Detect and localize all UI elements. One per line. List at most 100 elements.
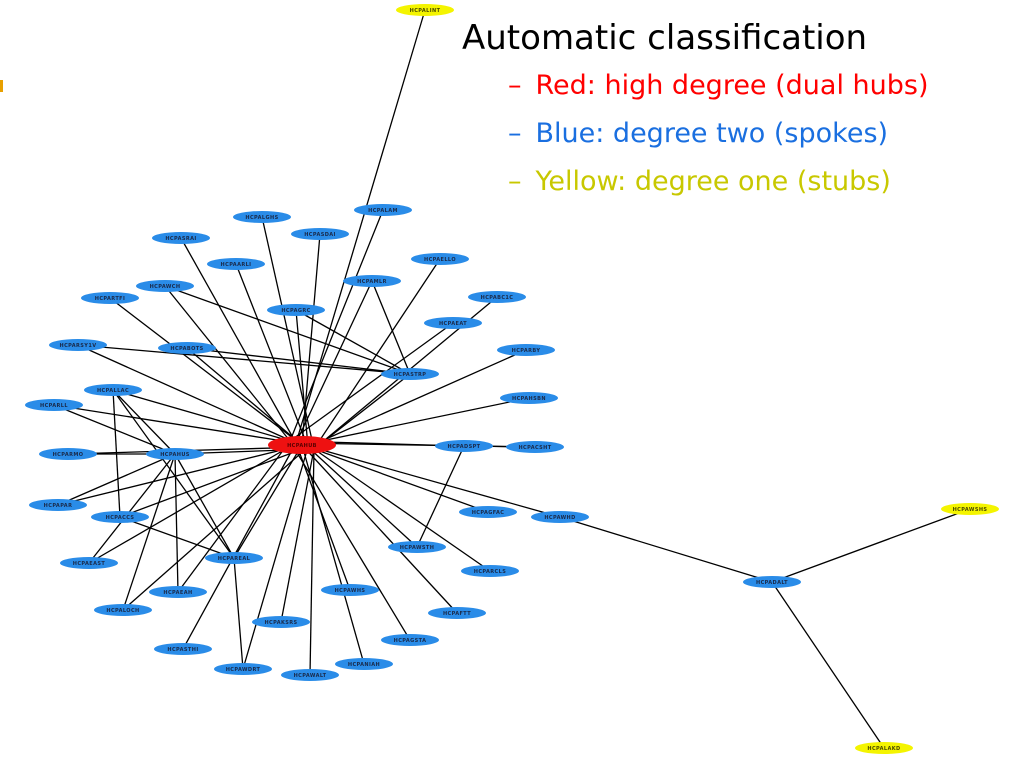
graph-edge (313, 448, 491, 572)
graph-edge (313, 448, 489, 513)
node-shape (396, 4, 454, 16)
node-label: HCPAREAL (218, 556, 251, 562)
graph-edge (295, 442, 351, 591)
node-label: HCPAEAH (163, 590, 192, 596)
spoke-node: HCPAEAT (424, 317, 482, 329)
node-label: HCPARCLS (474, 569, 506, 575)
spoke-node: HCPASRAI (152, 232, 210, 244)
spoke-node: HCPAELLO (411, 253, 469, 265)
node-label: HCPAWALT (294, 673, 327, 679)
node-label: HCPALINT (410, 8, 441, 14)
graph-edge (57, 453, 176, 506)
node-shape (152, 232, 210, 244)
graph-edge (295, 280, 373, 444)
spoke-node: HCPAGSTA (381, 634, 439, 646)
node-shape (146, 448, 204, 460)
node-shape (25, 399, 83, 411)
legend: Automatic classification –Red: high degr… (462, 14, 929, 206)
spoke-node: HCPAFTT (428, 607, 486, 619)
legend-item-blue-text: Blue: degree two (spokes) (535, 118, 889, 149)
legend-dash: – (508, 118, 522, 149)
node-shape (291, 228, 349, 240)
node-label: HCPALLAC (97, 388, 129, 394)
spoke-node: HCPACCS (91, 511, 149, 523)
node-label: HCPAHUB (287, 443, 317, 449)
node-label: HCPASRAI (165, 236, 196, 242)
spoke-node: HCPAKSRS (252, 616, 310, 628)
node-shape (855, 742, 913, 754)
node-label: HCPAWHS (335, 588, 366, 594)
node-shape (531, 511, 589, 523)
graph-edge (77, 344, 411, 375)
node-shape (388, 541, 446, 553)
spoke-node: HCPAGRC (267, 304, 325, 316)
graph-edge (122, 453, 176, 611)
graph-edge (295, 9, 426, 444)
legend-dash: – (508, 70, 522, 101)
spoke-node: HCPAPAR (29, 499, 87, 511)
node-label: HCPASTHI (167, 647, 198, 653)
legend-item-yellow: –Yellow: degree one (stubs) (508, 158, 929, 206)
node-shape (91, 511, 149, 523)
spoke-node: HCPAWHD (531, 511, 589, 523)
node-label: HCPAGRC (281, 308, 310, 314)
node-label: HCPAWSHS (953, 507, 988, 513)
node-label: HCPAGSTA (394, 638, 427, 644)
node-label: HCPARTFI (95, 296, 125, 302)
node-shape (136, 280, 194, 292)
graph-edge (186, 347, 411, 375)
node-shape (381, 368, 439, 380)
node-label: HCPARBY (512, 348, 541, 354)
node-label: HCPALAM (368, 208, 398, 214)
node-label: HCPAEAST (73, 561, 106, 567)
node-shape (506, 441, 564, 453)
node-shape (461, 565, 519, 577)
node-shape (233, 211, 291, 223)
stub-node: HCPALINT (396, 4, 454, 16)
graph-edge (233, 444, 303, 559)
legend-dash: – (508, 166, 522, 197)
spoke-node: HCPAREAL (205, 552, 263, 564)
spoke-node: HCPADALT (743, 576, 801, 588)
node-label: HCPAEAT (439, 321, 467, 327)
graph-edge (301, 397, 530, 446)
graph-edge (112, 389, 291, 442)
node-shape (49, 339, 107, 351)
spoke-node: HCPASTHI (154, 643, 212, 655)
graph-edge (186, 347, 303, 446)
node-shape (214, 663, 272, 675)
spoke-node: HCPAWCH (136, 280, 194, 292)
graph-edge (307, 349, 527, 448)
graph-edge (371, 280, 411, 375)
graph-edge (559, 516, 773, 583)
graph-edge (309, 448, 315, 676)
legend-title: Automatic classification (462, 18, 868, 58)
node-shape (354, 204, 412, 216)
node-shape (335, 658, 393, 670)
spoke-node: HCPALAM (354, 204, 412, 216)
legend-item-red: –Red: high degree (dual hubs) (508, 62, 929, 110)
graph-edge (233, 557, 244, 670)
graph-edge (164, 285, 291, 442)
graph-edge (109, 297, 303, 446)
node-shape (205, 552, 263, 564)
graph-edge (301, 444, 365, 665)
graph-edge (88, 453, 176, 564)
spoke-node: HCPAHSBN (500, 392, 558, 404)
node-shape (158, 342, 216, 354)
node-shape (941, 503, 999, 515)
edge-mark (0, 80, 3, 92)
graph-edge (57, 444, 303, 506)
graph-edge (88, 442, 297, 564)
spoke-node: HCPALLAC (84, 384, 142, 396)
node-shape (60, 557, 118, 569)
node-label: HCPAELLO (424, 257, 456, 263)
graph-edge (235, 263, 309, 448)
node-shape (154, 643, 212, 655)
graph-edge (53, 404, 297, 444)
graph-edge (301, 444, 458, 614)
spoke-node: HCPAARLI (207, 258, 265, 270)
node-label: HCPACSHT (518, 445, 551, 451)
node-label: HCPAKSRS (264, 620, 297, 626)
